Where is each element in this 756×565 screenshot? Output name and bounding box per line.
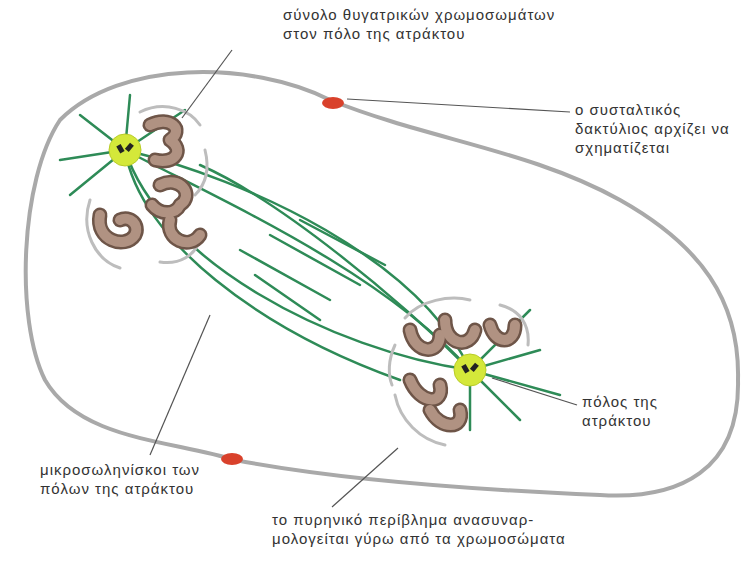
spindle-pole [454,354,486,386]
callout-label: πόλος της ατράκτου [582,392,674,430]
leader-line [150,315,210,455]
chromosomes [99,122,515,425]
nuclear-envelope [87,107,528,445]
microtubules [60,95,560,430]
spindle-pole [109,134,141,166]
leader-lines [150,50,577,507]
leader-line [347,99,570,112]
contractile-ring [322,97,344,109]
contractile-ring [221,453,243,465]
callout-label: ο συσταλτικός δακτύλιος αρχίζει να σχημα… [575,100,740,157]
callout-label: μικροσωληνίσκοι των πόλων της ατράκτου [40,460,232,498]
leader-line [182,50,232,118]
callout-label: το πυρηνικό περίβλημα ανασυναρ- μολογείτ… [272,510,604,548]
leader-line [332,448,398,507]
leader-line [492,378,577,405]
callout-label: σύνολο θυγατρικών χρωμοσωμάτων στον πόλο… [283,5,583,43]
